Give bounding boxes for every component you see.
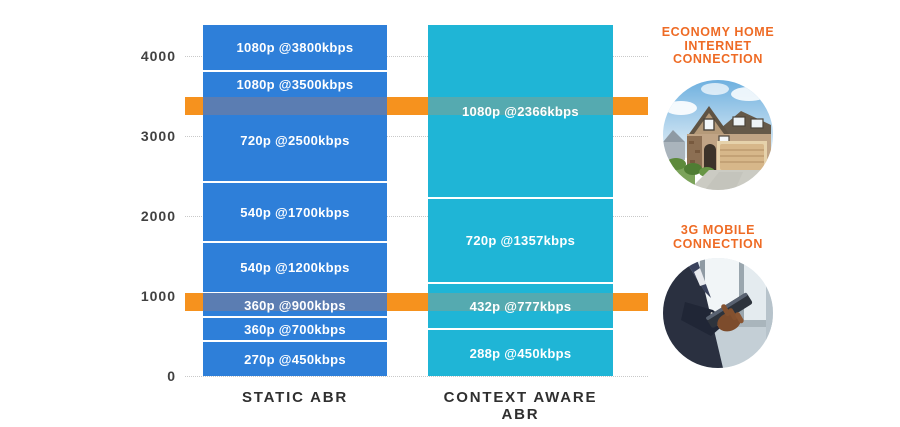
annotation-economy-home-internet: ECONOMY HOME INTERNET CONNECTION: [661, 25, 775, 66]
threshold-band-overlay: [203, 293, 387, 311]
bar-context-aware-abr: 1080p @2366kbps 720p @1357kbps 432p @777kb…: [428, 25, 613, 376]
segment-label: 1080p @2366kbps: [462, 103, 579, 119]
gridline: [185, 56, 648, 57]
x-axis-label-static-abr: STATIC ABR: [241, 389, 349, 406]
y-tick-label: 1000: [140, 288, 176, 304]
segment-label: 1080p @3800kbps: [236, 40, 354, 55]
gridline: [185, 136, 648, 137]
bar-segment-288p: 288p @450kbps: [428, 328, 613, 376]
house-photo: [663, 80, 773, 190]
y-tick-label: 0: [167, 368, 176, 384]
y-tick-label: 2000: [140, 208, 176, 224]
bar-segment-720p: 720p @1357kbps: [428, 197, 613, 282]
y-tick-label: 4000: [140, 48, 176, 64]
segment-label: 288p @450kbps: [469, 345, 572, 361]
segment-label: 540p @1200kbps: [240, 260, 350, 275]
segment-label: 540p @1700kbps: [240, 204, 350, 220]
segment-label: 270p @450kbps: [244, 351, 346, 367]
segment-label: 720p @2500kbps: [240, 132, 350, 148]
x-axis-label-context-aware-abr: CONTEXT AWARE ABR: [443, 389, 598, 423]
bar-segment-360p: 360p @700kbps: [203, 316, 387, 340]
segment-label: 432p @777kbps: [469, 298, 572, 314]
bar-segment-270p: 270p @450kbps: [203, 340, 387, 376]
annotation-3g-mobile: 3G MOBILE CONNECTION: [672, 223, 764, 251]
threshold-band-overlay: [203, 97, 387, 115]
bar-static-abr: 1080p @3800kbps 1080p @3500kbps 720p @2500…: [203, 25, 387, 376]
segment-label: 1080p @3500kbps: [236, 77, 354, 92]
segment-label: 360p @700kbps: [244, 321, 346, 337]
y-tick-label: 3000: [140, 128, 176, 144]
bar-segment-540p: 540p @1200kbps: [203, 241, 387, 292]
segment-label: 720p @1357kbps: [465, 233, 576, 248]
threshold-band-overlay: [428, 293, 613, 311]
gridline: [185, 376, 648, 377]
segment-label: 360p @900kbps: [244, 297, 346, 313]
bar-segment-1080p: 1080p @3500kbps: [203, 70, 387, 97]
threshold-band-overlay: [428, 97, 613, 115]
bar-segment-540p: 540p @1700kbps: [203, 181, 387, 241]
gridline: [185, 216, 648, 217]
bar-segment-1080p: 1080p @3800kbps: [203, 25, 387, 70]
mobile-user-photo: [663, 258, 773, 368]
